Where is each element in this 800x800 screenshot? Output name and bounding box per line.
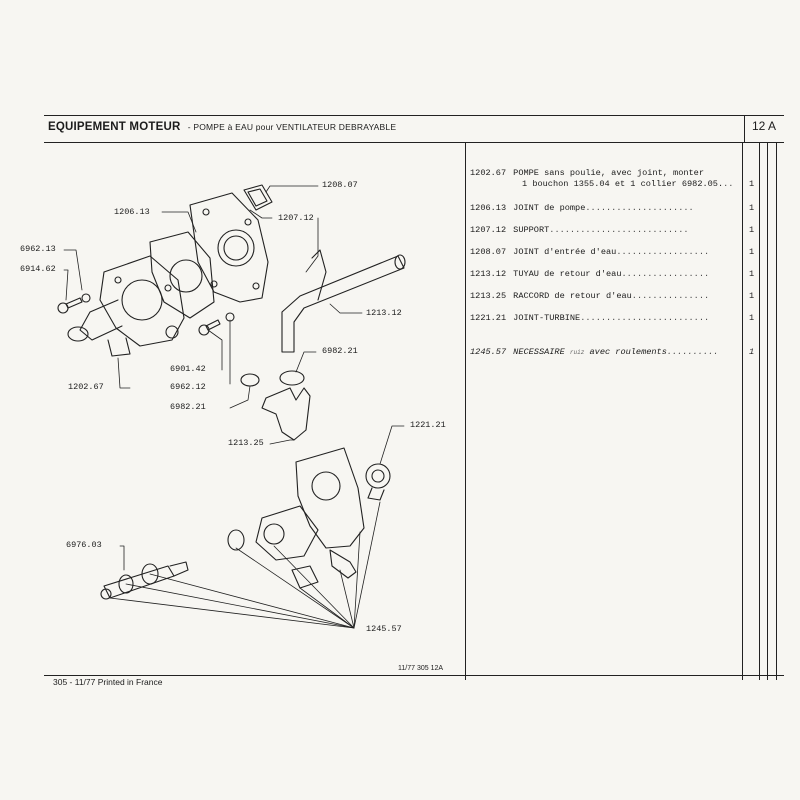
part-code: 1202.67 bbox=[470, 168, 507, 178]
page-number: 12 A bbox=[752, 119, 777, 133]
handwritten-stamp: ruiz bbox=[569, 349, 585, 356]
parts-row-continuation: 1 bouchon 1355.04 et 1 collier 6982.05..… bbox=[522, 179, 755, 189]
part-description: SUPPORT bbox=[513, 225, 550, 235]
part-code: 1213.12 bbox=[470, 269, 507, 279]
leader-lines bbox=[63, 185, 405, 629]
footer-printed-in: 305 - 11/77 Printed in France bbox=[53, 677, 163, 687]
part-description-suffix: avec roulements bbox=[589, 347, 667, 357]
title-main: EQUIPEMENT MOTEUR bbox=[48, 121, 181, 133]
qty-column-rule-1 bbox=[742, 142, 743, 680]
return-pipe-1213-12 bbox=[281, 249, 406, 353]
part-qty: 1 bbox=[749, 291, 755, 301]
part-code: 1208.07 bbox=[470, 247, 507, 257]
parts-row: 1213.25 RACCORD de retour d'eau.........… bbox=[470, 291, 755, 301]
part-qty: 1 bbox=[749, 179, 755, 189]
callout-1221-21: 1221.21 bbox=[410, 420, 446, 430]
water-inlet-gasket-1208-07 bbox=[243, 184, 273, 211]
callout-6962-13: 6962.13 bbox=[20, 244, 56, 254]
part-qty: 1 bbox=[749, 269, 755, 279]
part-code: 1213.25 bbox=[470, 291, 507, 301]
part-code: 1221.21 bbox=[470, 313, 507, 323]
part-qty: 1 bbox=[749, 313, 755, 323]
part-description-line2: 1 bouchon 1355.04 et 1 collier 6982.05. bbox=[522, 179, 724, 189]
pump-assembly-kit-1245-57 bbox=[227, 447, 365, 589]
part-description: POMPE sans poulie, avec joint, monter bbox=[513, 168, 704, 178]
bolt-6901-42 bbox=[198, 319, 221, 336]
parts-row: 1213.12 TUYAU de retour d'eau...........… bbox=[470, 269, 755, 279]
title-sub: - POMPE à EAU pour VENTILATEUR DEBRAYABL… bbox=[187, 122, 397, 132]
footer-rule bbox=[44, 675, 784, 676]
part-code: 1207.12 bbox=[470, 225, 507, 235]
part-description: RACCORD de retour d'eau bbox=[513, 291, 632, 301]
page-title: EQUIPEMENT MOTEUR - POMPE à EAU pour VEN… bbox=[48, 121, 396, 133]
qty-column-rule-3 bbox=[767, 142, 768, 680]
header-top-rule bbox=[44, 115, 784, 116]
hose-clip-6982-21-a bbox=[279, 370, 305, 386]
hose-clip-6982-21-b bbox=[240, 373, 260, 387]
callout-6982-21-top: 6982.21 bbox=[322, 346, 358, 356]
part-qty: 1 bbox=[749, 225, 755, 235]
callout-6982-21-bottom: 6982.21 bbox=[170, 402, 206, 412]
part-description: NECESSAIRE bbox=[513, 347, 565, 357]
part-qty: 1 bbox=[749, 203, 755, 213]
callout-6914-62: 6914.62 bbox=[20, 264, 56, 274]
parts-row: 1245.57 NECESSAIRE ruiz avec roulements.… bbox=[470, 347, 755, 357]
pump-gasket-1206-13 bbox=[149, 231, 215, 319]
callout-1213-12: 1213.12 bbox=[366, 308, 402, 318]
callout-1202-67: 1202.67 bbox=[68, 382, 104, 392]
part-code: 1245.57 bbox=[470, 347, 507, 357]
part-description: JOINT d'entrée d'eau bbox=[513, 247, 617, 257]
turbine-seal-1221-21 bbox=[365, 463, 391, 501]
bearing-shaft-6976-03 bbox=[100, 561, 189, 600]
part-code: 1206.13 bbox=[470, 203, 507, 213]
qty-column-rule-4 bbox=[776, 142, 777, 680]
parts-row: 1207.12 SUPPORT.........................… bbox=[470, 225, 755, 235]
parts-row: 1221.21 JOINT-TURBINE...................… bbox=[470, 313, 755, 323]
callout-1208-07: 1208.07 bbox=[322, 180, 358, 190]
part-description: JOINT-TURBINE bbox=[513, 313, 581, 323]
bolt-6914-62 bbox=[57, 297, 83, 314]
parts-row: 1208.07 JOINT d'entrée d'eau............… bbox=[470, 247, 755, 257]
page-number-divider bbox=[744, 115, 745, 143]
callout-1206-13: 1206.13 bbox=[114, 207, 150, 217]
water-pump-1202-67 bbox=[67, 255, 185, 357]
part-qty: 1 bbox=[749, 247, 755, 257]
washer-6962-13 bbox=[81, 293, 91, 303]
parts-table-left-rule bbox=[465, 142, 466, 680]
header-bottom-rule bbox=[44, 142, 784, 143]
callout-6976-03: 6976.03 bbox=[66, 540, 102, 550]
callout-6962-12: 6962.12 bbox=[170, 382, 206, 392]
part-qty: 1 bbox=[749, 347, 755, 357]
support-plate-1207-12 bbox=[189, 192, 269, 303]
callout-1245-57: 1245.57 bbox=[366, 624, 402, 634]
qty-column-rule-2 bbox=[759, 142, 760, 680]
callout-6901-42: 6901.42 bbox=[170, 364, 206, 374]
parts-row: 1206.13 JOINT de pompe..................… bbox=[470, 203, 755, 213]
callout-1213-25: 1213.25 bbox=[228, 438, 264, 448]
part-description: TUYAU de retour d'eau bbox=[513, 269, 622, 279]
callout-1207-12: 1207.12 bbox=[278, 213, 314, 223]
parts-row: 1202.67 POMPE sans poulie, avec joint, m… bbox=[470, 168, 758, 179]
footer-print-code: 11/77 305 12A bbox=[398, 665, 444, 672]
return-union-1213-25 bbox=[261, 387, 311, 441]
part-description: JOINT de pompe bbox=[513, 203, 586, 213]
